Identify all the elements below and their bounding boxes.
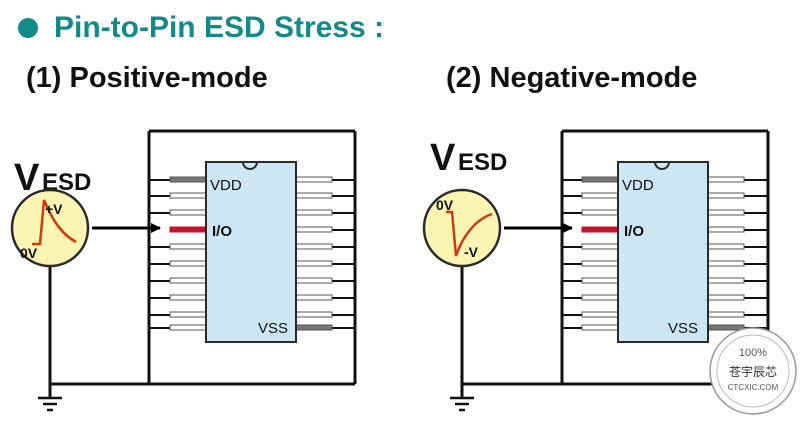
pin bbox=[581, 176, 619, 183]
pin bbox=[295, 243, 333, 250]
pulse-base-label: 0V bbox=[436, 197, 454, 213]
source-symbol-esd: ESD bbox=[458, 149, 507, 176]
ground-icon bbox=[450, 396, 474, 412]
chip-notch bbox=[242, 161, 258, 170]
pin bbox=[295, 277, 333, 284]
ic-chip bbox=[617, 161, 709, 343]
ground-icon bbox=[38, 396, 62, 412]
pin bbox=[295, 311, 333, 318]
heading: Pin-to-Pin ESD Stress : bbox=[18, 6, 384, 50]
pulse-base-label: 0V bbox=[20, 245, 38, 261]
positive-pulse-icon bbox=[32, 199, 77, 246]
chip-notch bbox=[654, 161, 670, 170]
pin bbox=[295, 226, 333, 233]
vss-pin-label: VSS bbox=[258, 320, 288, 337]
io-pin-label: I/O bbox=[212, 223, 232, 240]
pin bbox=[707, 294, 745, 301]
pin bbox=[169, 176, 207, 183]
pin bbox=[581, 324, 619, 331]
heading-title: Pin-to-Pin ESD Stress : bbox=[54, 11, 385, 44]
pin bbox=[581, 294, 619, 301]
esd-source-circle bbox=[422, 188, 502, 268]
watermark-bottom-text: CTCXIC.COM bbox=[728, 383, 779, 392]
positive-mode-label: (1) Positive-mode bbox=[26, 62, 268, 94]
pin-rows-right bbox=[295, 176, 355, 331]
pin bbox=[707, 311, 745, 318]
pin bbox=[581, 260, 619, 267]
pulse-peak-label: +V bbox=[45, 201, 63, 217]
pin bbox=[581, 209, 619, 216]
pin bbox=[169, 192, 207, 199]
pin bbox=[707, 277, 745, 284]
esd-source-symbol: V ESD bbox=[430, 137, 507, 179]
pin bbox=[295, 324, 333, 331]
pin bbox=[581, 243, 619, 250]
io-pin-label: I/O bbox=[624, 223, 644, 240]
pin bbox=[169, 260, 207, 267]
pin bbox=[169, 324, 207, 331]
watermark-top-text: 100% bbox=[739, 347, 767, 359]
esd-source-circle bbox=[10, 188, 90, 268]
pin bbox=[169, 209, 207, 216]
pin bbox=[169, 294, 207, 301]
pin bbox=[581, 311, 619, 318]
pin bbox=[707, 226, 745, 233]
pin bbox=[707, 176, 745, 183]
pin bbox=[169, 311, 207, 318]
pin bbox=[295, 209, 333, 216]
pin bbox=[707, 209, 745, 216]
watermark-stamp: 100% 苍宇辰芯 CTCXIC.COM bbox=[709, 327, 797, 415]
vdd-pin-label: VDD bbox=[210, 177, 242, 194]
pin bbox=[169, 277, 207, 284]
positive-mode-panel: V ESD +V 0V VDD I/O VSS bbox=[10, 129, 357, 412]
io-pin bbox=[169, 226, 207, 233]
vss-pin-label: VSS bbox=[668, 320, 698, 337]
pin-rows-left bbox=[562, 176, 619, 331]
pin bbox=[707, 192, 745, 199]
pin bbox=[581, 277, 619, 284]
source-symbol-v: V bbox=[430, 137, 456, 179]
pin bbox=[295, 260, 333, 267]
pin-rows-left bbox=[149, 176, 207, 331]
pulse-peak-label: -V bbox=[464, 244, 479, 260]
pin bbox=[295, 294, 333, 301]
ic-chip bbox=[205, 161, 297, 343]
pin bbox=[707, 260, 745, 267]
pin bbox=[581, 192, 619, 199]
pin bbox=[295, 176, 333, 183]
pin bbox=[295, 192, 333, 199]
pin bbox=[707, 243, 745, 250]
vdd-pin-label: VDD bbox=[622, 177, 654, 194]
pin bbox=[169, 243, 207, 250]
negative-pulse-icon bbox=[446, 210, 493, 257]
negative-mode-panel: V ESD 0V -V VDD I/O VSS bbox=[422, 129, 770, 412]
io-pin bbox=[581, 226, 619, 233]
watermark-middle-text: 苍宇辰芯 bbox=[729, 365, 777, 379]
bullet-icon bbox=[18, 18, 38, 38]
negative-mode-label: (2) Negative-mode bbox=[446, 62, 698, 94]
pin-rows-right bbox=[707, 176, 768, 331]
